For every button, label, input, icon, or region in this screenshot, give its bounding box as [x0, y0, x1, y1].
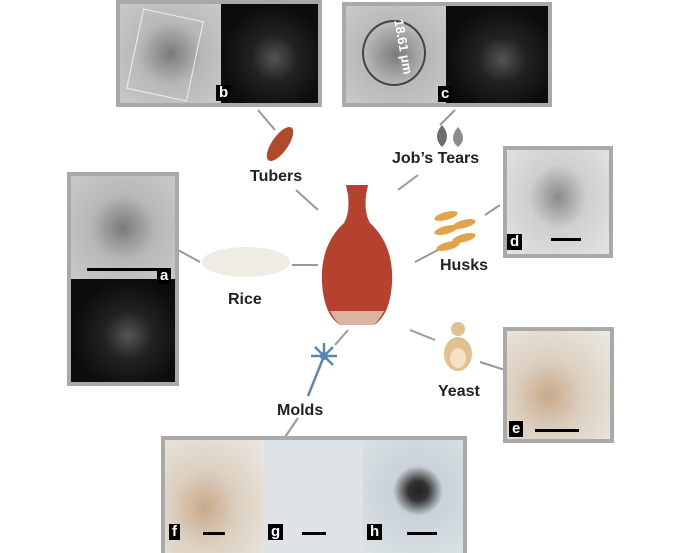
measurement-box — [126, 8, 204, 102]
yeast-icon — [444, 322, 472, 371]
micrograph-brightfield — [71, 176, 175, 279]
label-molds: Molds — [277, 402, 324, 419]
panel-b: b — [116, 0, 322, 107]
panel-label-c: c — [438, 86, 453, 102]
mold-icon — [306, 343, 337, 397]
starch-granule — [362, 20, 426, 86]
panel-label-b: b — [216, 85, 232, 101]
panel-label-h: h — [367, 524, 383, 540]
label-tubers: Tubers — [250, 168, 303, 185]
husk-icon — [434, 211, 476, 251]
micrograph-brightfield — [120, 4, 221, 103]
panel-label-f: f — [169, 524, 180, 540]
micrograph-polarized — [221, 4, 318, 103]
micrograph-mold-f — [165, 440, 264, 553]
panel-label-g: g — [268, 524, 284, 540]
micrograph-brightfield: 18.61 μm — [346, 6, 446, 103]
micrograph-yeast — [507, 331, 610, 439]
jobs-tears-icon — [437, 125, 463, 147]
panel-d: d — [503, 146, 613, 258]
panel-label-a: a — [157, 268, 172, 284]
panel-label-d: d — [507, 234, 523, 250]
panel-e: e — [503, 327, 614, 443]
rice-icon — [202, 247, 290, 277]
panel-a: a — [67, 172, 179, 386]
micrograph-polarized — [446, 6, 548, 103]
label-jobs-tears: Job’s Tears — [392, 150, 480, 167]
panel-fgh: f g h — [161, 436, 467, 553]
label-rice: Rice — [228, 291, 262, 308]
tuber-icon — [266, 126, 294, 162]
label-husks: Husks — [440, 257, 489, 274]
label-yeast: Yeast — [438, 383, 480, 400]
micrograph-polarized — [71, 279, 175, 382]
micrograph-husk — [507, 150, 609, 254]
panel-c: 18.61 μm c — [342, 2, 552, 107]
panel-label-e: e — [509, 421, 524, 437]
vase-icon — [321, 185, 393, 325]
